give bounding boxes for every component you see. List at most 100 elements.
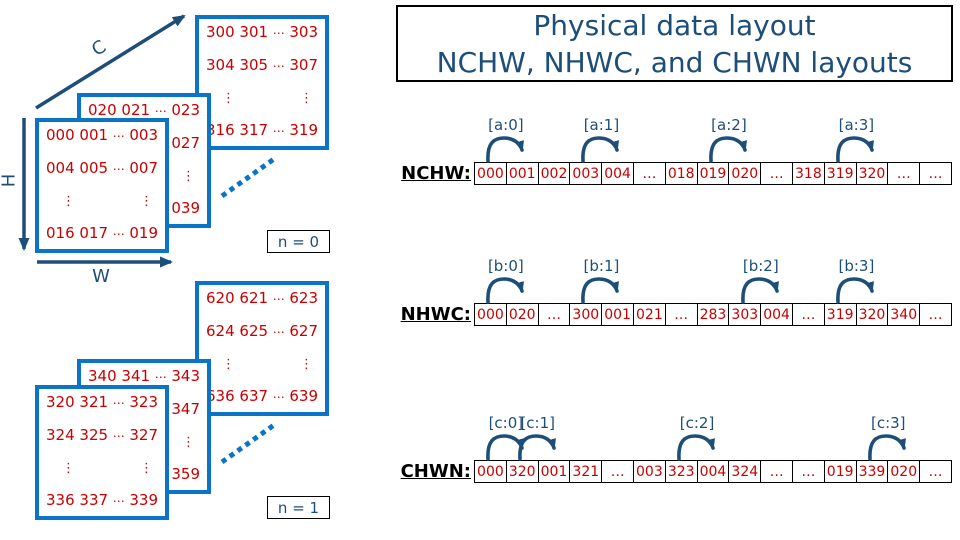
vertical-ellipsis: ⋮ [182, 434, 195, 450]
jump-arc-icon [486, 434, 524, 461]
memory-cell: 002 [537, 163, 570, 184]
card-row: 004 005⋯007 [46, 161, 158, 176]
cell-value: 347 [171, 400, 200, 419]
card-row: 340 341⋯343 [88, 369, 200, 384]
horizontal-ellipsis: ⋯ [154, 104, 167, 118]
cell-values: 320 321 [46, 393, 109, 411]
memory-row-label: CHWN: [400, 461, 471, 482]
stack-continuation-dots-icon [220, 156, 276, 199]
jump-arc-icon [581, 136, 620, 163]
memory-cell: 004 [696, 461, 729, 482]
cell-value: 019 [129, 223, 158, 242]
jump-arc-label: [b:3] [838, 257, 875, 275]
vertical-ellipsis: ⋮ [300, 356, 313, 372]
card-row: 620 621⋯623 [206, 291, 318, 306]
memory-cell: 000 [477, 463, 504, 480]
jump-arc-label: [a:3] [838, 116, 875, 134]
memory-cell: … [919, 304, 951, 325]
memory-cell: 319 [823, 163, 856, 184]
cell-values: 004 005 [46, 159, 109, 178]
cell-values: 324 325 [46, 426, 109, 445]
card-row: ⋮⋮ [206, 358, 318, 371]
jump-arc-label: [a:1] [583, 116, 620, 134]
cell-value: 023 [171, 101, 200, 119]
jump-arc-label: [a:0] [488, 116, 524, 134]
jump-arc-icon [868, 434, 907, 461]
vertical-ellipsis: ⋮ [62, 193, 75, 209]
card-row: ⋮ [88, 170, 200, 183]
horizontal-ellipsis: ⋯ [272, 292, 285, 306]
memory-cell: 323 [664, 461, 697, 482]
memory-cell: 004 [601, 163, 633, 184]
jump-arc-icon [836, 136, 875, 163]
n-index-box: n = 0 [267, 230, 330, 253]
vertical-ellipsis: ⋮ [140, 460, 153, 476]
card-row: 359 [88, 466, 200, 482]
horizontal-ellipsis: ⋯ [154, 370, 167, 384]
jump-arc-icon [677, 434, 716, 461]
jump-arc-icon [836, 277, 875, 304]
memory-cell: … [760, 163, 792, 184]
horizontal-ellipsis: ⋯ [272, 26, 285, 40]
jump-arc-icon [517, 434, 556, 461]
memory-cell: … [887, 163, 919, 184]
card-row: 320 321⋯323 [46, 395, 158, 410]
vertical-ellipsis: ⋮ [62, 460, 75, 476]
memory-cell: 000 [477, 306, 504, 323]
stack-continuation-dots-icon [220, 422, 276, 465]
vertical-ellipsis: ⋮ [300, 90, 313, 106]
cell-values: 300 301 [206, 23, 269, 41]
memory-cell: … [791, 304, 824, 325]
memory-cell: 283 [696, 304, 729, 325]
jump-arc-icon [740, 277, 779, 304]
memory-cell: 303 [728, 304, 760, 325]
memory-cell: 003 [632, 461, 665, 482]
card-row: ⋮⋮ [46, 195, 158, 208]
card-row: ⋮ [88, 436, 200, 449]
card-row: 336 337⋯339 [46, 492, 158, 508]
jump-arc-icon [486, 136, 524, 163]
memory-cell: 019 [696, 163, 729, 184]
card-row: 039 [88, 200, 200, 216]
n-index-label: n = 1 [277, 498, 320, 517]
card-row: 304 305⋯307 [206, 58, 318, 73]
horizontal-ellipsis: ⋯ [112, 396, 125, 410]
title-box: Physical data layout NCHW, NHWC, and CHW… [396, 5, 953, 82]
memory-cell: … [919, 461, 951, 482]
card-row: 636 637⋯639 [206, 388, 318, 404]
memory-cell: 320 [855, 304, 888, 325]
jump-arc-label: [c:2] [679, 414, 715, 432]
horizontal-ellipsis: ⋯ [112, 493, 125, 508]
memory-cell: 018 [664, 163, 697, 184]
memory-cell: 340 [887, 304, 919, 325]
h-axis-label: H [0, 173, 20, 188]
horizontal-ellipsis: ⋯ [272, 59, 285, 74]
memory-cell: … [664, 304, 697, 325]
memory-cell: 001 [505, 163, 538, 184]
jump-arc-label: [b:1] [583, 257, 620, 275]
cell-value: 307 [289, 56, 318, 75]
jump-arc-label: [a:2] [711, 116, 747, 134]
cell-values: 340 341 [88, 367, 151, 385]
cell-value: 327 [129, 426, 158, 445]
n-index-box: n = 1 [267, 496, 330, 519]
memory-cell: 001 [601, 304, 633, 325]
memory-cell: 020 [728, 163, 760, 184]
card-row: 316 317⋯319 [206, 122, 318, 138]
cell-values: 620 621 [206, 289, 269, 307]
memory-cell: 001 [537, 461, 570, 482]
horizontal-ellipsis: ⋯ [112, 162, 125, 177]
jump-arc-label: [b:0] [487, 257, 524, 275]
jump-arc-label: [c:0] [488, 414, 524, 432]
horizontal-ellipsis: ⋯ [112, 429, 125, 444]
vertical-ellipsis: ⋮ [182, 168, 195, 184]
memory-cell: 020 [505, 304, 538, 325]
horizontal-ellipsis: ⋯ [272, 123, 285, 138]
card-row: 624 625⋯627 [206, 324, 318, 339]
horizontal-ellipsis: ⋯ [112, 129, 125, 143]
